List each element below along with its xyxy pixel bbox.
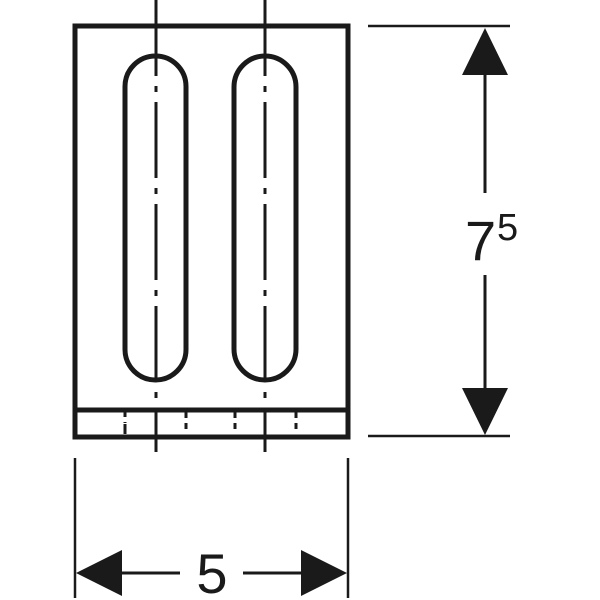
width-dimension: 5 [196, 542, 227, 600]
part-outline [72, 23, 351, 440]
height-dimension-superscript: 5 [497, 207, 518, 249]
hidden-edge-ticks [123, 412, 298, 434]
arrow-up-icon [462, 28, 508, 75]
arrow-down-icon [462, 388, 508, 435]
arrow-right-icon [301, 550, 347, 596]
height-dimension-main: 7 [465, 209, 496, 272]
arrow-left-icon [76, 550, 122, 596]
